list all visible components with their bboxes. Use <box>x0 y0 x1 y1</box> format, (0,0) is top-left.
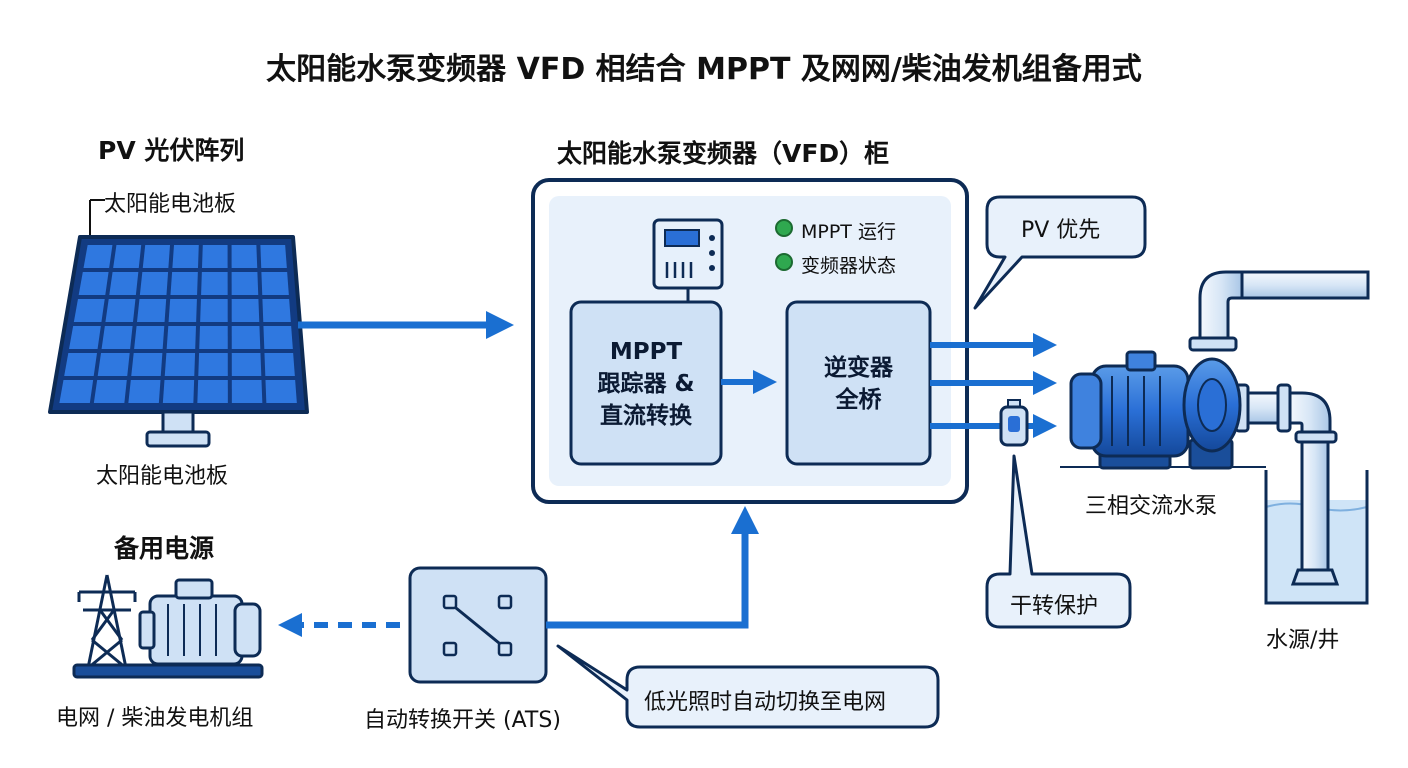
solar-panel-label-bottom: 太阳能电池板 <box>96 464 229 489</box>
inverter-box-line1: 逆变器 <box>824 355 893 381</box>
solar-cell <box>231 380 263 403</box>
solar-cell <box>134 326 165 349</box>
solar-cell <box>262 299 291 322</box>
pv-priority-text: PV 优先 <box>1021 218 1101 243</box>
solar-cell <box>263 326 293 349</box>
solar-cell <box>264 353 295 376</box>
solar-cell <box>59 380 94 403</box>
backup-power-heading: 备用电源 <box>114 534 215 563</box>
solar-cell <box>93 380 127 403</box>
status-mppt-text: MPPT 运行 <box>801 221 896 243</box>
low-light-text: 低光照时自动切换至电网 <box>644 690 887 715</box>
solar-cell <box>142 245 171 268</box>
solar-cell <box>139 272 169 295</box>
solar-cell <box>83 245 113 268</box>
page-title: 太阳能水泵变频器 VFD 相结合 MPPT 及网网/柴油发机组备用式 <box>266 52 1142 87</box>
solar-cell <box>131 353 163 376</box>
vfd-cabinet-heading: 太阳能水泵变频器（VFD）柜 <box>557 139 890 168</box>
diesel-generator-icon <box>72 578 264 679</box>
backup-source-label: 电网 / 柴油发电机组 <box>56 706 254 731</box>
low-light-bubble <box>556 644 940 729</box>
solar-cell <box>231 353 262 376</box>
solar-cell <box>199 326 228 349</box>
transmission-tower-icon <box>77 574 137 670</box>
solar-panel-label-top: 太阳能电池板 <box>104 192 237 217</box>
controller-display-icon <box>652 218 724 302</box>
three-phase-pump-icon <box>1069 350 1242 470</box>
solar-cell <box>73 299 105 322</box>
ats-to-vfd-arrow <box>546 506 759 629</box>
solar-cell <box>172 245 199 268</box>
solar-cell <box>261 272 289 295</box>
solar-cell <box>201 272 228 295</box>
solar-cell <box>166 326 197 349</box>
solar-cell <box>231 326 261 349</box>
pv-array-heading: PV 光伏阵列 <box>98 136 245 165</box>
dry-run-text: 干转保护 <box>1010 594 1099 619</box>
solar-cell <box>168 299 197 322</box>
ats-switch-icon <box>408 566 548 684</box>
solar-cell <box>105 299 136 322</box>
solar-cell <box>113 245 142 268</box>
status-led-inverter <box>775 253 793 271</box>
solar-cell <box>231 299 260 322</box>
ats-label: 自动转换开关 (ATS) <box>364 708 561 733</box>
solar-cell <box>128 380 161 403</box>
solar-cell <box>78 272 109 295</box>
solar-cell <box>260 245 287 268</box>
inverter-box-line2: 全桥 <box>835 387 882 413</box>
solar-cell <box>109 272 139 295</box>
solar-cell <box>197 380 228 403</box>
dry-run-sensor-icon <box>999 399 1029 447</box>
solar-cell <box>64 353 97 376</box>
solar-cell <box>97 353 130 376</box>
mppt-box-line3: 直流转换 <box>600 403 692 429</box>
water-source-label: 水源/井 <box>1266 628 1340 653</box>
status-inverter-text: 变频器状态 <box>801 255 897 277</box>
solar-cell <box>201 245 228 268</box>
solar-cell <box>136 299 167 322</box>
solar-cell <box>198 353 228 376</box>
mppt-box-line1: MPPT <box>609 339 683 365</box>
mppt-box-label: MPPT 跟踪器 & 直流转换 <box>571 336 721 432</box>
solar-cell <box>170 272 198 295</box>
solar-cell <box>101 326 133 349</box>
inverter-box-label: 逆变器 全桥 <box>787 352 930 416</box>
pump-label: 三相交流水泵 <box>1085 494 1218 519</box>
dry-run-bubble <box>985 454 1132 629</box>
solar-cell <box>265 380 297 403</box>
pv-priority-bubble <box>973 195 1147 310</box>
pipe-system <box>1188 270 1370 586</box>
solar-cell <box>69 326 101 349</box>
solar-cell <box>231 272 259 295</box>
solar-cell <box>200 299 228 322</box>
solar-panel-icon <box>48 199 309 448</box>
mppt-box-line2: 跟踪器 & <box>597 371 695 397</box>
solar-cell <box>162 380 195 403</box>
status-led-mppt <box>775 219 793 237</box>
solar-cell <box>164 353 196 376</box>
solar-cell <box>231 245 258 268</box>
